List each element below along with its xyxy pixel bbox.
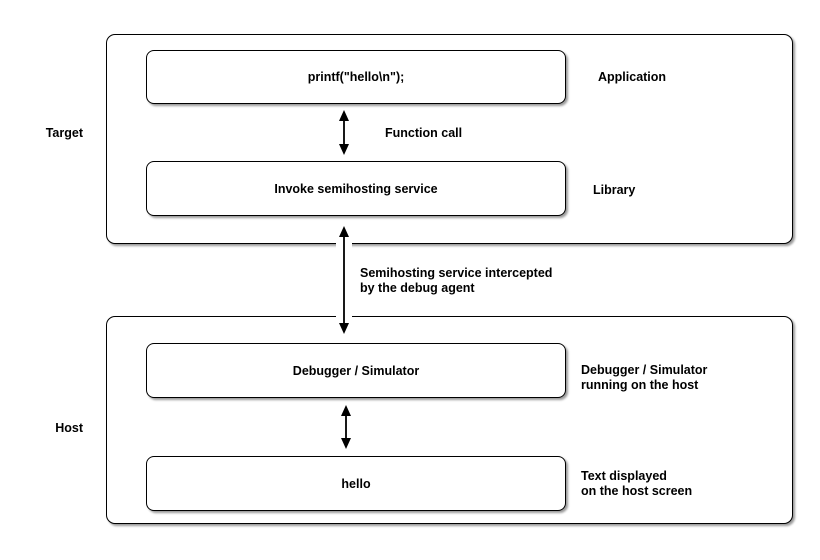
debugger-host-annotation-line1: Debugger / Simulator (581, 363, 708, 377)
intercepted-annotation: Semihosting service intercepted by the d… (360, 266, 552, 295)
invoke-semihosting-node-label: Invoke semihosting service (274, 181, 438, 196)
target-group-label: Target (45, 126, 83, 140)
host-group-label: Host (55, 421, 83, 435)
debugger-simulator-node-label: Debugger / Simulator (292, 363, 420, 378)
debugger-simulator-node: Debugger / Simulator (146, 343, 566, 398)
debugger-host-annotation: Debugger / Simulator running on the host (581, 363, 707, 392)
library-annotation: Library (593, 183, 636, 197)
text-displayed-annotation-line1: Text displayed (581, 469, 667, 483)
intercepted-annotation-line1: Semihosting service intercepted (360, 266, 553, 280)
text-displayed-annotation-line2: on the host screen (581, 483, 693, 498)
hello-output-node-label: hello (341, 476, 371, 491)
application-annotation: Application (598, 70, 667, 84)
text-displayed-annotation: Text displayed on the host screen (581, 469, 692, 498)
function-call-arrow-icon (339, 110, 349, 155)
printf-node: printf("hello\n"); (146, 50, 566, 104)
invoke-semihosting-node: Invoke semihosting service (146, 161, 566, 216)
debugger-host-annotation-line2: running on the host (581, 377, 699, 392)
hello-output-node: hello (146, 456, 566, 511)
semihosting-intercept-arrow-icon (336, 226, 352, 334)
intercepted-annotation-line2: by the debug agent (360, 280, 475, 295)
display-text-arrow-icon (341, 405, 351, 449)
function-call-annotation: Function call (385, 126, 463, 140)
printf-node-label: printf("hello\n"); (307, 70, 405, 84)
